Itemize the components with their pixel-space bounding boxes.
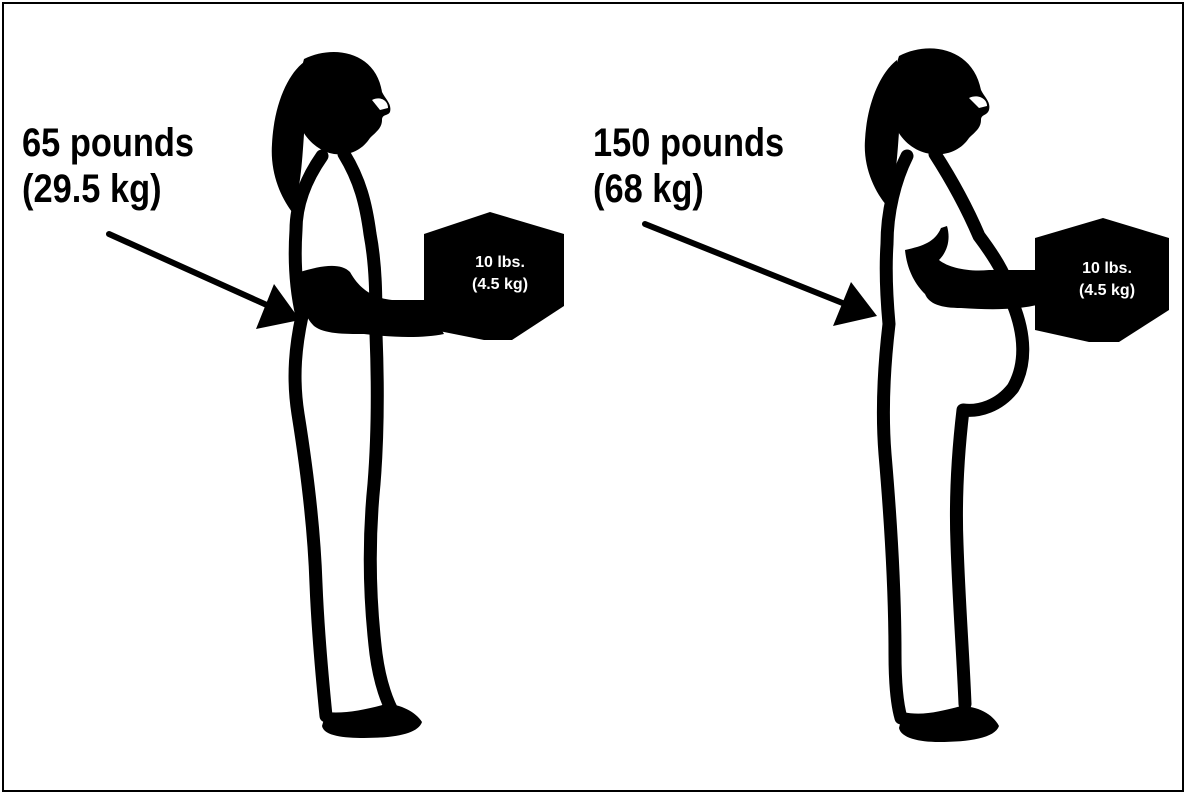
- body-weight-kilograms: (29.5 kg): [22, 166, 194, 212]
- pointer-arrow: [109, 234, 300, 329]
- pointer-arrow: [645, 224, 877, 326]
- body-outline: [883, 154, 1022, 718]
- body-weight-pounds: 150 pounds: [593, 120, 784, 166]
- load-weight-label: 10 lbs. (4.5 kg): [1079, 258, 1135, 302]
- load-weight-kilograms: (4.5 kg): [1079, 280, 1135, 302]
- load-weight-kilograms: (4.5 kg): [472, 274, 528, 296]
- load-weight-pounds: 10 lbs.: [1079, 258, 1135, 280]
- body-weight-label: 150 pounds (68 kg): [593, 120, 784, 212]
- shoes-silhouette: [899, 706, 999, 742]
- body-weight-label: 65 pounds (29.5 kg): [22, 120, 194, 212]
- load-weight-pounds: 10 lbs.: [472, 252, 528, 274]
- head-silhouette: [272, 52, 391, 212]
- body-outline: [295, 154, 394, 716]
- shoes-silhouette: [322, 704, 422, 738]
- figure-panel-standard: 65 pounds (29.5 kg) 10 lbs. (4.5 kg): [4, 4, 594, 790]
- head-silhouette: [865, 48, 990, 206]
- body-weight-kilograms: (68 kg): [593, 166, 784, 212]
- load-weight-label: 10 lbs. (4.5 kg): [472, 252, 528, 296]
- body-weight-pounds: 65 pounds: [22, 120, 194, 166]
- figure-panel-heavy: 150 pounds (68 kg) 10 lbs. (4.5 kg): [589, 4, 1184, 790]
